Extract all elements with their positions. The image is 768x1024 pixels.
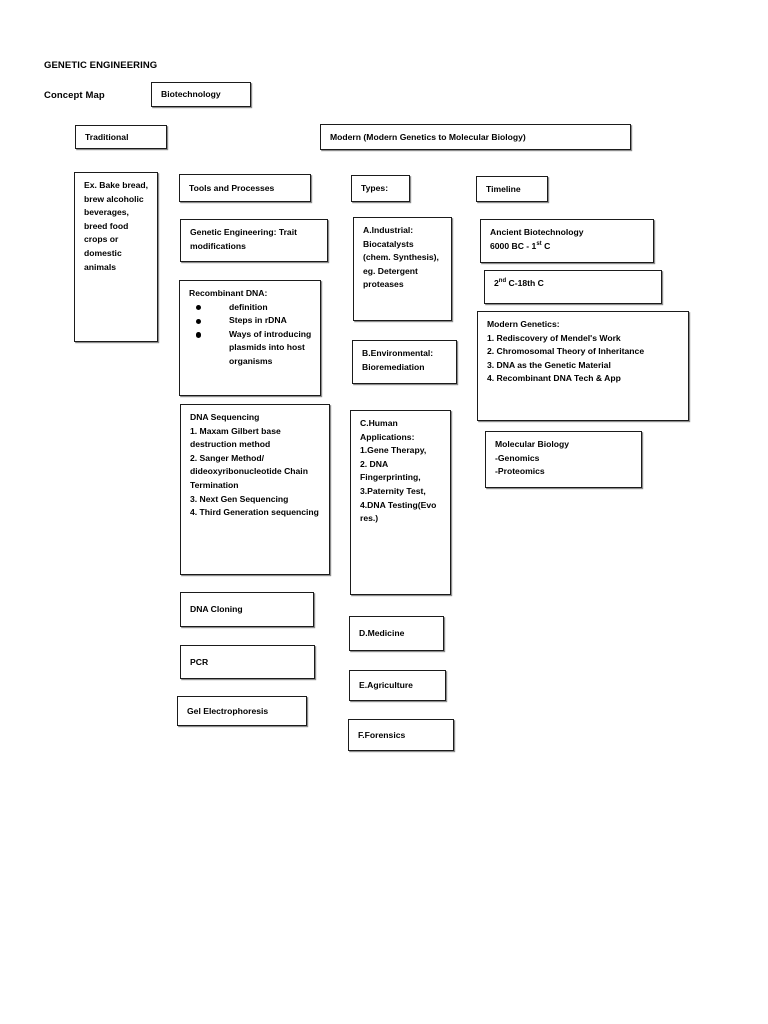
ancient-date-suffix: C <box>541 240 551 251</box>
node-type-d-medicine[interactable]: D.Medicine <box>349 616 444 651</box>
recombinant-dna-item-1: definition <box>229 301 268 312</box>
node-biotechnology[interactable]: Biotechnology <box>151 82 251 107</box>
node-traditional-examples[interactable]: Ex. Bake bread, brew alcoholic beverages… <box>74 172 158 342</box>
node-ancient-biotechnology[interactable]: Ancient Biotechnology 6000 BC - 1st C <box>480 219 654 263</box>
node-genetic-engineering[interactable]: Genetic Engineering: Trait modifications <box>180 219 328 262</box>
node-second-century-text: 2nd C-18th C <box>494 277 653 291</box>
node-type-a-text: A.Industrial: Biocatalysts (chem. Synthe… <box>363 225 439 290</box>
node-modern[interactable]: Modern (Modern Genetics to Molecular Bio… <box>320 124 631 150</box>
node-traditional[interactable]: Traditional <box>75 125 167 149</box>
recombinant-dna-item-2: Steps in rDNA <box>229 315 287 326</box>
page-title-line-2: Concept Map <box>44 90 105 101</box>
node-tools-and-processes[interactable]: Tools and Processes <box>179 174 311 202</box>
node-modern-genetics-text: Modern Genetics: 1. Rediscovery of Mende… <box>487 319 645 384</box>
ancient-date-prefix: 6000 BC - 1 <box>490 240 537 251</box>
node-type-f-forensics[interactable]: F.Forensics <box>348 719 454 751</box>
node-type-c-human-applications[interactable]: C.Human Applications: 1.Gene Therapy, 2.… <box>350 410 451 595</box>
page-title-line-1: GENETIC ENGINEERING <box>44 60 158 71</box>
node-type-d-label: D.Medicine <box>359 628 405 639</box>
recombinant-dna-item-3: Ways of introducing plasmids into host o… <box>229 328 312 366</box>
node-dna-cloning-label: DNA Cloning <box>190 604 243 615</box>
second-century-suffix: C-18th C <box>506 278 544 288</box>
page-title: GENETIC ENGINEERING Concept Map <box>44 43 157 118</box>
node-ancient-biotechnology-line-1: Ancient Biotechnology <box>490 227 584 237</box>
node-second-century-period[interactable]: 2nd C-18th C <box>484 270 662 304</box>
node-timeline[interactable]: Timeline <box>476 176 548 202</box>
node-dna-sequencing[interactable]: DNA Sequencing 1. Maxam Gilbert base des… <box>180 404 330 575</box>
node-molecular-biology[interactable]: Molecular Biology -Genomics -Proteomics <box>485 431 642 488</box>
node-molecular-biology-text: Molecular Biology -Genomics -Proteomics <box>495 439 570 477</box>
node-biotechnology-label: Biotechnology <box>161 89 221 100</box>
node-type-c-text: C.Human Applications: 1.Gene Therapy, 2.… <box>360 418 437 524</box>
node-dna-sequencing-text: DNA Sequencing 1. Maxam Gilbert base des… <box>190 412 319 518</box>
ancient-date-superscript: st <box>536 240 542 247</box>
node-types[interactable]: Types: <box>351 175 410 202</box>
list-item: Steps in rDNA <box>189 314 312 328</box>
node-gel-electrophoresis-label: Gel Electrophoresis <box>187 705 269 716</box>
node-gel-electrophoresis[interactable]: Gel Electrophoresis <box>177 696 307 726</box>
node-type-e-agriculture[interactable]: E.Agriculture <box>349 670 446 701</box>
node-recombinant-dna-heading: Recombinant DNA: <box>189 288 268 298</box>
node-modern-genetics[interactable]: Modern Genetics: 1. Rediscovery of Mende… <box>477 311 689 421</box>
node-type-f-label: F.Forensics <box>358 729 406 740</box>
node-pcr[interactable]: PCR <box>180 645 315 679</box>
node-genetic-engineering-text: Genetic Engineering: Trait modifications <box>190 227 297 251</box>
second-century-superscript: nd <box>498 278 507 285</box>
node-modern-label: Modern (Modern Genetics to Molecular Bio… <box>330 131 526 142</box>
node-dna-cloning[interactable]: DNA Cloning <box>180 592 314 627</box>
node-recombinant-dna[interactable]: Recombinant DNA: definition Steps in rDN… <box>179 280 321 396</box>
recombinant-dna-bullet-list: definition Steps in rDNA Ways of introdu… <box>189 301 312 369</box>
node-type-e-label: E.Agriculture <box>359 680 413 691</box>
node-traditional-examples-text: Ex. Bake bread, brew alcoholic beverages… <box>84 180 149 272</box>
node-pcr-label: PCR <box>190 656 209 667</box>
node-tools-and-processes-label: Tools and Processes <box>189 182 275 193</box>
node-type-a-industrial[interactable]: A.Industrial: Biocatalysts (chem. Synthe… <box>353 217 452 321</box>
list-item: Ways of introducing plasmids into host o… <box>189 328 312 369</box>
list-item: definition <box>189 301 312 315</box>
node-type-b-text: B.Environmental: Bioremediation <box>362 348 434 372</box>
node-traditional-label: Traditional <box>85 131 129 142</box>
second-century-prefix: 2 <box>494 278 499 288</box>
node-timeline-label: Timeline <box>486 183 521 194</box>
node-type-b-environmental[interactable]: B.Environmental: Bioremediation <box>352 340 457 384</box>
node-ancient-biotechnology-line-2: 6000 BC - 1st C <box>490 240 645 254</box>
node-types-label: Types: <box>361 183 389 194</box>
